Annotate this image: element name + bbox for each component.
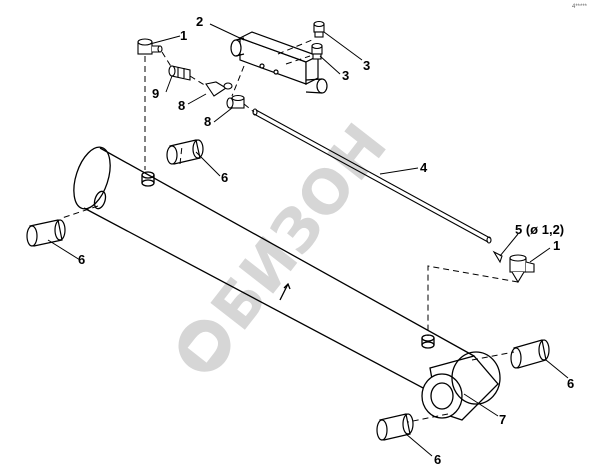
callout-2: 2 bbox=[196, 14, 203, 29]
elbow-fitting-1-top bbox=[137, 38, 163, 55]
callout-4: 4 bbox=[420, 160, 428, 175]
leader-lines bbox=[47, 23, 569, 457]
callout-7: 7 bbox=[499, 412, 506, 427]
valve-block bbox=[230, 31, 328, 94]
callout-3-a: 3 bbox=[363, 58, 370, 73]
watermark-text: БИЗОН bbox=[198, 111, 401, 343]
callout-6-left: 6 bbox=[78, 252, 85, 267]
callout-8-a: 8 bbox=[178, 98, 185, 113]
bushing-right bbox=[510, 339, 550, 369]
callout-6-right: 6 bbox=[567, 376, 574, 391]
fitting-8-b bbox=[226, 94, 245, 109]
bushing-bottom bbox=[376, 413, 414, 441]
callout-6-top: 6 bbox=[221, 170, 228, 185]
callout-1-right: 1 bbox=[553, 238, 560, 253]
adapter-fitting-9 bbox=[168, 65, 191, 81]
dashed-guides bbox=[61, 39, 519, 423]
fitting-3-a bbox=[313, 20, 325, 38]
callout-8-b: 8 bbox=[204, 114, 211, 129]
rod-eye bbox=[421, 351, 501, 421]
elbow-fitting-8-a bbox=[205, 81, 233, 97]
callout-5: 5 (ø 1,2) bbox=[515, 222, 564, 237]
callout-3-b: 3 bbox=[342, 68, 349, 83]
bushing-left bbox=[26, 219, 66, 247]
elbow-fitting-1-right bbox=[509, 254, 535, 284]
cylinder-body bbox=[73, 146, 475, 399]
bushing-top bbox=[166, 139, 204, 165]
corner-code: 4***** bbox=[572, 4, 588, 10]
callout-6-bottom: 6 bbox=[434, 452, 441, 467]
fitting-3-b bbox=[311, 42, 323, 60]
tube bbox=[252, 108, 492, 244]
callout-1-top: 1 bbox=[180, 28, 187, 43]
restrictor-5 bbox=[492, 250, 503, 264]
callout-9: 9 bbox=[152, 86, 159, 101]
